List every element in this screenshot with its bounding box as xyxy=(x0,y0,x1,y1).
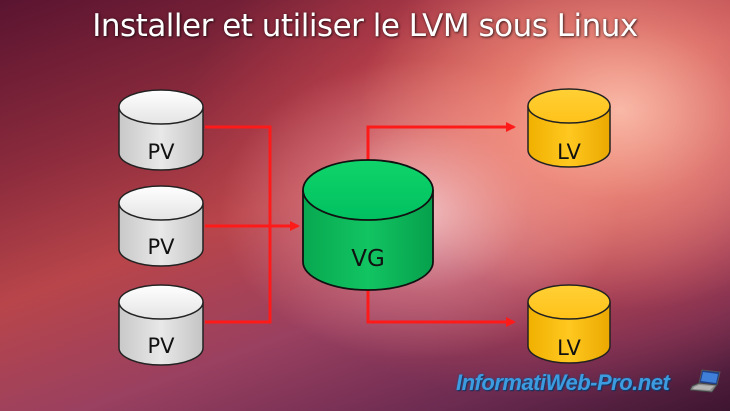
pv-label-3: PV xyxy=(147,334,175,358)
page-title: Installer et utiliser le LVM sous Linux xyxy=(92,8,638,44)
pv-label-1: PV xyxy=(147,140,175,164)
site-watermark: InformatiWeb-Pro.net xyxy=(456,370,670,395)
pv-cylinder-2 xyxy=(118,185,204,267)
laptop-icon xyxy=(690,369,721,393)
vg-to-lv-connectors xyxy=(366,122,516,327)
vg-label: VG xyxy=(351,246,385,272)
lv-cylinder-1 xyxy=(527,88,611,168)
pv-cylinder-3 xyxy=(118,284,204,366)
lv-label-2: LV xyxy=(557,336,581,360)
pv-to-vg-connectors xyxy=(205,125,300,324)
vg-cylinder xyxy=(302,159,434,291)
pv-cylinder-1 xyxy=(118,89,204,171)
pv-label-2: PV xyxy=(147,235,175,259)
lv-label-1: LV xyxy=(557,140,581,164)
lv-cylinder-2 xyxy=(527,284,611,364)
